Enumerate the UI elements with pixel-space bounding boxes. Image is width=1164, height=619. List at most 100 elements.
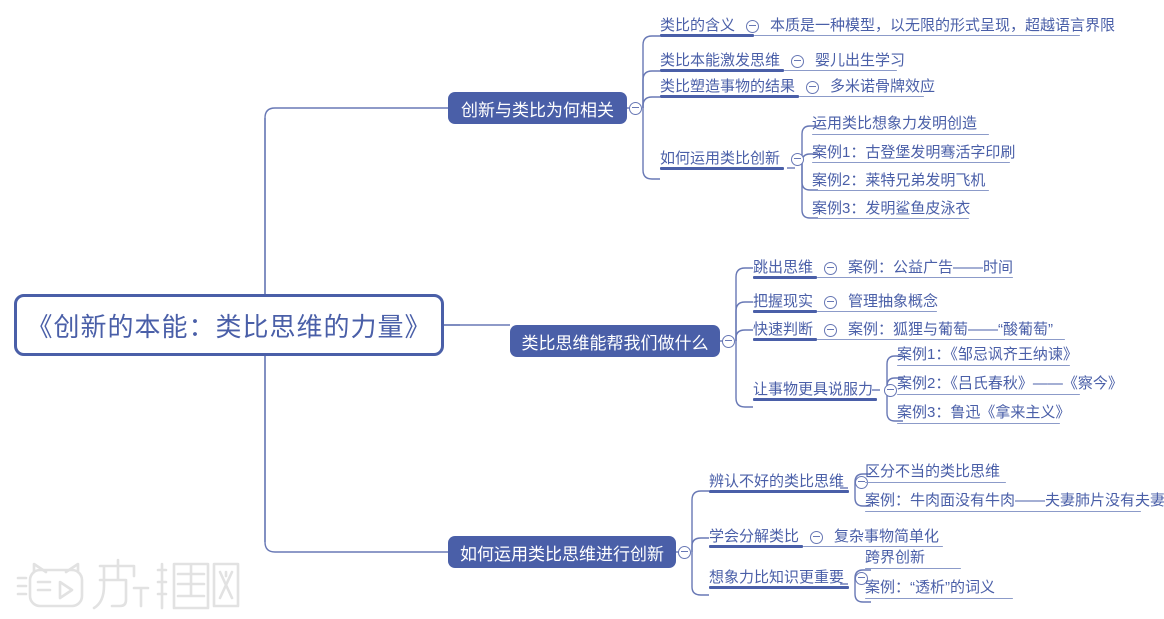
- node-detail: 案例：狐狸与葡萄——“酸葡萄”: [848, 321, 1054, 338]
- branch-node-1[interactable]: 创新与类比为何相关: [448, 92, 627, 124]
- branch-node-3[interactable]: 如何运用类比思维进行创新: [448, 536, 676, 568]
- node-underline-extension: [784, 70, 897, 71]
- node-detail: 复杂事物简单化: [834, 528, 940, 545]
- root-node[interactable]: 《创新的本能：类比思维的力量》: [14, 294, 444, 356]
- node-detail: 管理抽象概念: [848, 293, 939, 310]
- branch-node-2-label: 类比思维能帮我们做什么: [521, 333, 709, 353]
- collapse-minus-icon[interactable]: [678, 546, 691, 559]
- node-underline: [812, 162, 1010, 163]
- node-label: 运用类比想象力发明创造: [812, 115, 978, 132]
- branch-node-3-label: 如何运用类比思维进行创新: [460, 544, 664, 564]
- node-underline-extension: [817, 339, 1065, 340]
- collapse-minus-icon[interactable]: [806, 80, 820, 94]
- node-label: 辨认不好的类比思维: [709, 473, 845, 490]
- node-row[interactable]: 案例1：《邹忌讽齐王纳谏》: [897, 345, 1078, 365]
- node-underline: [753, 338, 817, 341]
- root-node-label: 《创新的本能：类比思维的力量》: [26, 311, 432, 342]
- node-label: 案例1：古登堡发明骞活字印刷: [812, 144, 1016, 161]
- collapse-minus-icon[interactable]: [629, 102, 642, 115]
- node-underline: [812, 190, 989, 191]
- collapse-minus-icon[interactable]: [824, 261, 838, 275]
- node-underline: [865, 568, 961, 569]
- node-label: 案例2：莱特兄弟发明飞机: [812, 172, 986, 189]
- collapse-minus-icon[interactable]: [746, 19, 760, 33]
- branch-node-2[interactable]: 类比思维能帮我们做什么: [510, 325, 720, 357]
- collapse-minus-icon[interactable]: [722, 335, 735, 348]
- node-underline: [660, 167, 784, 170]
- node-underline: [753, 398, 877, 401]
- collapse-minus-icon[interactable]: [810, 530, 824, 544]
- node-underline: [812, 218, 969, 219]
- node-row[interactable]: 运用类比想象力发明创造: [812, 114, 977, 134]
- collapse-minus-icon[interactable]: [855, 571, 869, 585]
- node-row[interactable]: 案例：“透析”的词义: [865, 578, 995, 598]
- node-underline: [660, 95, 799, 98]
- node-label: 把握现实: [753, 293, 814, 310]
- node-detail: 案例：公益广告——时间: [848, 259, 1014, 276]
- node-label: 想象力比知识更重要: [709, 569, 845, 586]
- node-row[interactable]: 案例2：莱特兄弟发明飞机: [812, 171, 985, 191]
- node-row[interactable]: 区分不当的类比思维: [865, 462, 1000, 482]
- collapse-minus-icon[interactable]: [884, 383, 898, 397]
- node-row[interactable]: 案例3：鲁迅《拿来主义》: [897, 403, 1070, 423]
- node-detail: 多米诺骨牌效应: [830, 78, 936, 95]
- node-underline: [897, 394, 1080, 395]
- node-label: 让事物更具说服力: [753, 381, 874, 398]
- node-underline: [897, 423, 1060, 424]
- node-underline-extension: [817, 277, 1013, 278]
- node-label: 案例3：鲁迅《拿来主义》: [897, 404, 1071, 421]
- node-row[interactable]: 案例3：发明鲨鱼皮泳衣: [812, 199, 970, 219]
- node-underline: [865, 598, 1013, 599]
- node-label: 案例1：《邹忌讽齐王纳谏》: [897, 346, 1078, 363]
- node-underline: [812, 134, 989, 135]
- node-underline-extension: [754, 35, 1080, 36]
- node-underline-extension: [817, 311, 937, 312]
- node-underline: [753, 310, 817, 313]
- node-label: 区分不当的类比思维: [865, 463, 1001, 480]
- node-underline: [709, 490, 849, 493]
- node-row[interactable]: 学会分解类比 复杂事物简单化: [709, 527, 939, 547]
- node-detail: 本质是一种模型，以无限的形式呈现，超越语言界限: [770, 17, 1116, 34]
- node-label: 案例：“透析”的词义: [865, 579, 995, 596]
- collapse-minus-icon[interactable]: [791, 54, 805, 68]
- collapse-minus-icon[interactable]: [791, 152, 805, 166]
- node-row[interactable]: 把握现实 管理抽象概念: [753, 292, 938, 312]
- collapse-minus-icon[interactable]: [824, 323, 838, 337]
- node-row[interactable]: 让事物更具说服力: [753, 380, 908, 400]
- node-label: 案例2：《吕氏春秋》——《察今》: [897, 375, 1123, 392]
- watermark-logo: [8, 552, 240, 614]
- node-row[interactable]: 辨认不好的类比思维: [709, 472, 879, 492]
- node-row[interactable]: 类比的含义 本质是一种模型，以无限的形式呈现，超越语言界限: [660, 16, 1115, 36]
- node-row[interactable]: 想象力比知识更重要: [709, 568, 879, 588]
- node-label: 案例：牛肉面没有牛肉——夫妻肺片没有夫妻: [865, 492, 1164, 509]
- node-underline: [709, 586, 849, 589]
- node-underline-extension: [803, 546, 943, 547]
- node-label: 学会分解类比: [709, 528, 800, 545]
- node-label: 类比塑造事物的结果: [660, 78, 796, 95]
- node-label: 快速判断: [753, 321, 814, 338]
- node-underline: [865, 511, 1141, 512]
- node-row[interactable]: 如何运用类比创新: [660, 149, 815, 169]
- node-label: 跳出思维: [753, 259, 814, 276]
- node-row[interactable]: 类比塑造事物的结果 多米诺骨牌效应: [660, 77, 935, 97]
- node-detail: 婴儿出生学习: [815, 52, 906, 69]
- node-row[interactable]: 案例1：古登堡发明骞活字印刷: [812, 143, 1015, 163]
- node-row[interactable]: 案例：牛肉面没有牛肉——夫妻肺片没有夫妻: [865, 491, 1164, 511]
- node-underline-extension: [799, 96, 924, 97]
- branch-node-1-label: 创新与类比为何相关: [461, 100, 614, 120]
- node-label: 案例3：发明鲨鱼皮泳衣: [812, 200, 971, 217]
- node-underline: [660, 69, 784, 72]
- node-row[interactable]: 跨界创新: [865, 548, 925, 568]
- node-underline: [660, 34, 754, 37]
- node-row[interactable]: 跳出思维 案例：公益广告——时间: [753, 258, 1013, 278]
- node-row[interactable]: 类比本能激发思维 婴儿出生学习: [660, 51, 905, 71]
- node-label: 类比的含义: [660, 17, 736, 34]
- node-label: 跨界创新: [865, 549, 926, 566]
- node-underline: [897, 365, 1070, 366]
- node-label: 如何运用类比创新: [660, 150, 781, 167]
- collapse-minus-icon[interactable]: [824, 295, 838, 309]
- node-row[interactable]: 快速判断 案例：狐狸与葡萄——“酸葡萄”: [753, 320, 1053, 340]
- node-underline: [753, 276, 817, 279]
- node-row[interactable]: 案例2：《吕氏春秋》——《察今》: [897, 374, 1123, 394]
